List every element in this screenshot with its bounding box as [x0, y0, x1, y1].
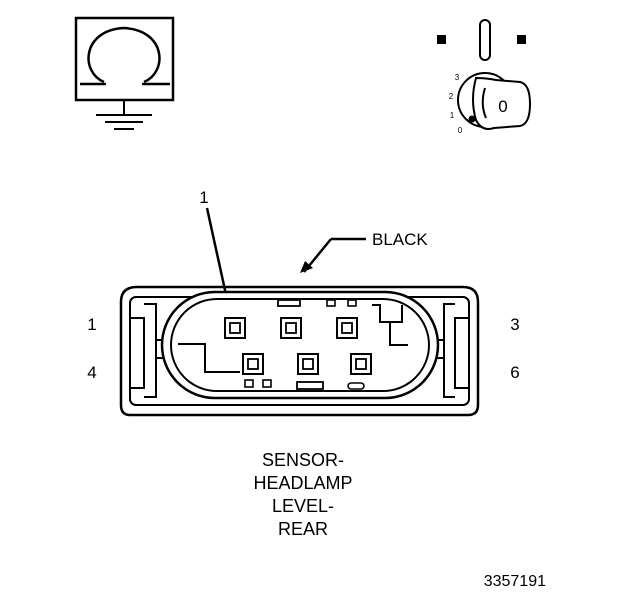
pin-label-top-right: 3 [510, 315, 519, 334]
pin-label-bottom-left: 4 [87, 363, 96, 382]
ignition-position-2: 2 [449, 92, 454, 101]
terminal-cavity-5 [297, 353, 319, 375]
connector-face [119, 285, 480, 417]
caption-line-1: SENSOR- [262, 450, 344, 470]
ignition-position-3: 3 [455, 73, 460, 82]
caption-line-2: HEADLAMP [253, 473, 352, 493]
terminal-cavity-4 [242, 353, 264, 375]
ignition-position-1: 1 [450, 111, 455, 120]
terminal-cavity-1 [224, 317, 246, 339]
terminal-cavity-2 [280, 317, 302, 339]
pin-label-top-left: 1 [87, 315, 96, 334]
pin-label-bottom-right: 6 [510, 363, 519, 382]
ohmmeter-icon [74, 16, 175, 130]
ignition-key-icon: 0 3 2 1 0 [437, 19, 532, 135]
connector-color-label: BLACK [372, 230, 428, 249]
color-callout: BLACK [300, 230, 428, 273]
ignition-key-label: 0 [498, 97, 507, 116]
ignition-position-0: 0 [458, 126, 463, 135]
pin1-pointer-label: 1 [199, 188, 208, 207]
caption-line-4: REAR [278, 519, 328, 539]
figure-id: 3357191 [484, 573, 546, 590]
caption-line-3: LEVEL- [272, 496, 334, 516]
terminal-cavity-3 [336, 317, 358, 339]
terminal-cavity-6 [350, 353, 372, 375]
connector-caption: SENSOR- HEADLAMP LEVEL- REAR [253, 450, 352, 539]
